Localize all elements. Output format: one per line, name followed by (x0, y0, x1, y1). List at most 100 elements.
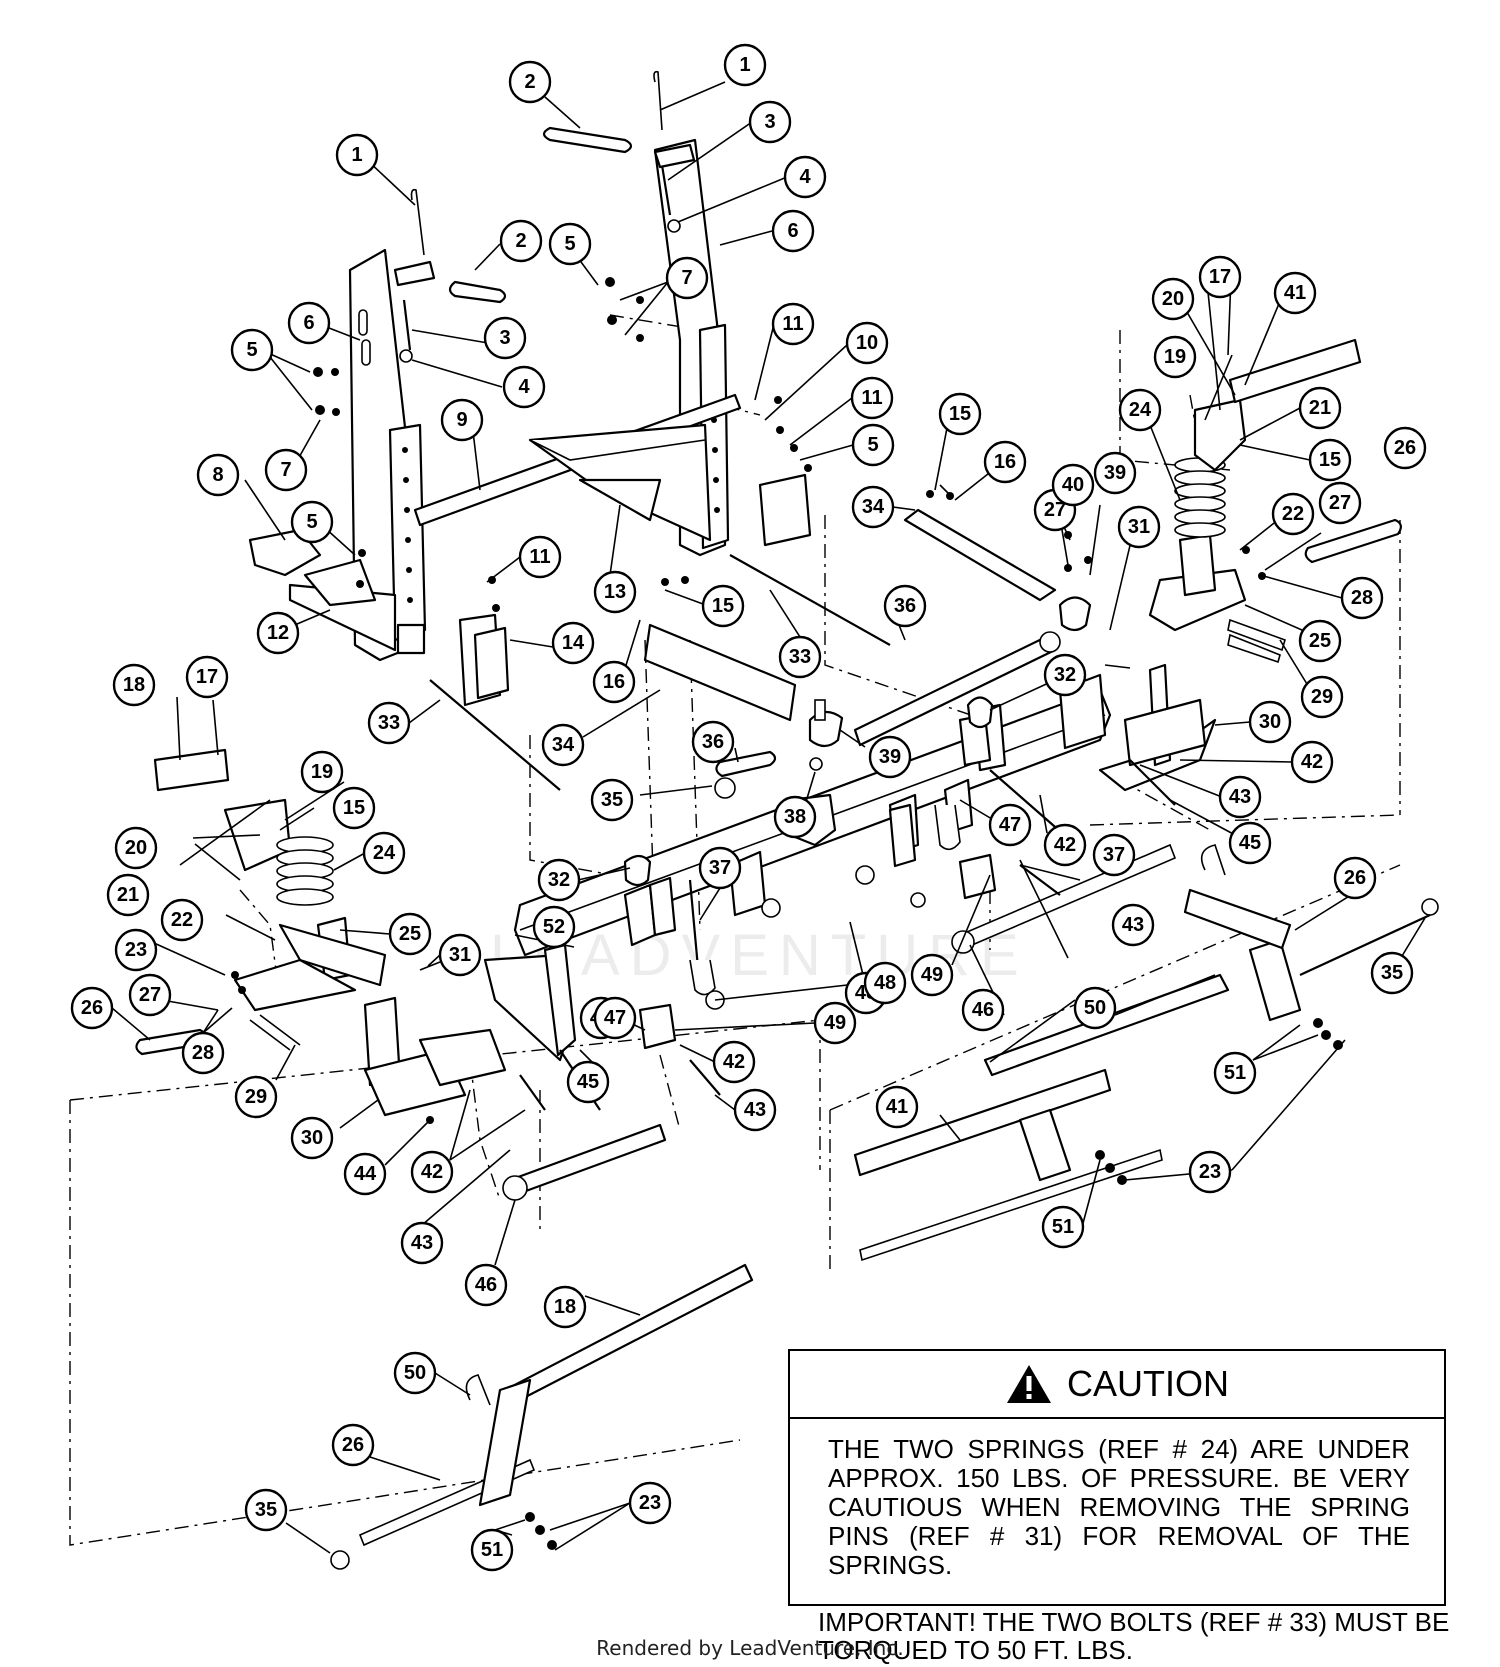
callout-3[interactable]: 3 (483, 316, 527, 360)
callout-45[interactable]: 45 (566, 1060, 610, 1104)
callout-16[interactable]: 16 (983, 440, 1027, 484)
callout-28[interactable]: 28 (181, 1031, 225, 1075)
callout-37[interactable]: 37 (698, 846, 742, 890)
callout-1[interactable]: 1 (335, 133, 379, 177)
callout-27[interactable]: 27 (1318, 481, 1362, 525)
callout-40[interactable]: 40 (1051, 463, 1095, 507)
callout-26[interactable]: 26 (70, 986, 114, 1030)
callout-6[interactable]: 6 (287, 301, 331, 345)
callout-22[interactable]: 22 (1271, 492, 1315, 536)
callout-5[interactable]: 5 (290, 500, 334, 544)
callout-24[interactable]: 24 (1118, 388, 1162, 432)
callout-21[interactable]: 21 (106, 873, 150, 917)
callout-33[interactable]: 33 (778, 635, 822, 679)
callout-20[interactable]: 20 (114, 826, 158, 870)
callout-15[interactable]: 15 (701, 584, 745, 628)
callout-19[interactable]: 19 (1153, 335, 1197, 379)
callout-18[interactable]: 18 (543, 1285, 587, 1329)
callout-46[interactable]: 46 (961, 988, 1005, 1032)
callout-15[interactable]: 15 (1308, 438, 1352, 482)
callout-32[interactable]: 32 (537, 858, 581, 902)
callout-26[interactable]: 26 (1333, 856, 1377, 900)
callout-13[interactable]: 13 (593, 570, 637, 614)
callout-43[interactable]: 43 (400, 1221, 444, 1265)
callout-44[interactable]: 44 (343, 1152, 387, 1196)
callout-19[interactable]: 19 (300, 750, 344, 794)
callout-2[interactable]: 2 (499, 219, 543, 263)
callout-47[interactable]: 47 (988, 803, 1032, 847)
callout-34[interactable]: 34 (851, 485, 895, 529)
callout-25[interactable]: 25 (388, 912, 432, 956)
callout-39[interactable]: 39 (1093, 451, 1137, 495)
callout-12[interactable]: 12 (256, 611, 300, 655)
callout-35[interactable]: 35 (1370, 951, 1414, 995)
callout-18[interactable]: 18 (112, 663, 156, 707)
callout-16[interactable]: 16 (592, 660, 636, 704)
callout-1[interactable]: 1 (723, 43, 767, 87)
callout-29[interactable]: 29 (234, 1075, 278, 1119)
callout-35[interactable]: 35 (590, 778, 634, 822)
callout-35[interactable]: 35 (244, 1488, 288, 1532)
callout-25[interactable]: 25 (1298, 619, 1342, 663)
callout-30[interactable]: 30 (290, 1116, 334, 1160)
callout-33[interactable]: 33 (367, 701, 411, 745)
callout-9[interactable]: 9 (440, 398, 484, 442)
callout-23[interactable]: 23 (1188, 1150, 1232, 1194)
callout-49[interactable]: 49 (910, 953, 954, 997)
callout-30[interactable]: 30 (1248, 700, 1292, 744)
callout-48[interactable]: 48 (863, 961, 907, 1005)
callout-23[interactable]: 23 (628, 1481, 672, 1525)
callout-2[interactable]: 2 (508, 60, 552, 104)
callout-26[interactable]: 26 (1383, 426, 1427, 470)
callout-7[interactable]: 7 (264, 448, 308, 492)
callout-36[interactable]: 36 (691, 720, 735, 764)
callout-41[interactable]: 41 (1273, 271, 1317, 315)
callout-51[interactable]: 51 (1041, 1205, 1085, 1249)
callout-20[interactable]: 20 (1151, 277, 1195, 321)
callout-6[interactable]: 6 (771, 209, 815, 253)
callout-46[interactable]: 46 (464, 1263, 508, 1307)
callout-17[interactable]: 17 (1198, 255, 1242, 299)
callout-43[interactable]: 43 (733, 1088, 777, 1132)
callout-11[interactable]: 11 (850, 376, 894, 420)
callout-47[interactable]: 47 (593, 996, 637, 1040)
callout-17[interactable]: 17 (185, 655, 229, 699)
callout-43[interactable]: 43 (1111, 903, 1155, 947)
callout-51[interactable]: 51 (1213, 1051, 1257, 1095)
callout-50[interactable]: 50 (1073, 986, 1117, 1030)
callout-37[interactable]: 37 (1092, 833, 1136, 877)
callout-36[interactable]: 36 (883, 584, 927, 628)
callout-5[interactable]: 5 (548, 222, 592, 266)
callout-32[interactable]: 32 (1043, 653, 1087, 697)
callout-4[interactable]: 4 (783, 155, 827, 199)
callout-51[interactable]: 51 (470, 1528, 514, 1572)
callout-15[interactable]: 15 (332, 786, 376, 830)
callout-34[interactable]: 34 (541, 723, 585, 767)
callout-24[interactable]: 24 (362, 831, 406, 875)
callout-15[interactable]: 15 (938, 392, 982, 436)
callout-5[interactable]: 5 (230, 328, 274, 372)
callout-42[interactable]: 42 (1043, 823, 1087, 867)
callout-31[interactable]: 31 (438, 933, 482, 977)
callout-14[interactable]: 14 (551, 621, 595, 665)
callout-31[interactable]: 31 (1117, 505, 1161, 549)
callout-28[interactable]: 28 (1340, 576, 1384, 620)
callout-52[interactable]: 52 (532, 905, 576, 949)
callout-21[interactable]: 21 (1298, 386, 1342, 430)
callout-23[interactable]: 23 (114, 928, 158, 972)
callout-4[interactable]: 4 (502, 365, 546, 409)
callout-22[interactable]: 22 (160, 898, 204, 942)
callout-43[interactable]: 43 (1218, 775, 1262, 819)
callout-5[interactable]: 5 (851, 423, 895, 467)
callout-27[interactable]: 27 (128, 973, 172, 1017)
callout-42[interactable]: 42 (712, 1040, 756, 1084)
callout-38[interactable]: 38 (773, 795, 817, 839)
callout-8[interactable]: 8 (196, 453, 240, 497)
callout-11[interactable]: 11 (518, 535, 562, 579)
callout-3[interactable]: 3 (748, 100, 792, 144)
callout-10[interactable]: 10 (845, 321, 889, 365)
callout-7[interactable]: 7 (665, 256, 709, 300)
callout-11[interactable]: 11 (771, 302, 815, 346)
callout-42[interactable]: 42 (410, 1150, 454, 1194)
callout-49[interactable]: 49 (813, 1001, 857, 1045)
